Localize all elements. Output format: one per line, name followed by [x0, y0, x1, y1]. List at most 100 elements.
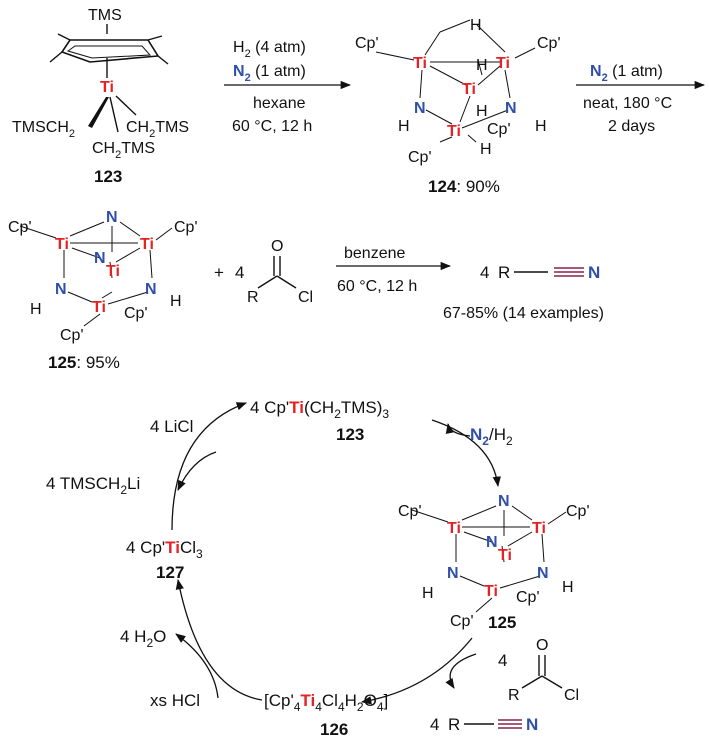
cp-ligand: Cp'	[450, 613, 474, 630]
cp-ligand: Cp'	[566, 503, 590, 520]
conditions-step3: 60 °C, 12 h	[337, 278, 417, 295]
bond	[19, 225, 57, 239]
water-release-arrow	[175, 633, 219, 699]
cycle-compound-127: 4 Cp'TiCl3	[126, 538, 203, 561]
c-cl-bond	[276, 275, 297, 289]
coefficient-4: 4	[498, 651, 507, 670]
cp-ligand: Cp'	[124, 305, 148, 322]
methyl-bond	[147, 35, 163, 41]
coefficient-4: 4	[235, 263, 244, 282]
oxygen-atom: O	[271, 238, 283, 255]
bond	[541, 533, 545, 563]
nh-hydrogen: H	[170, 293, 182, 310]
cycle-label-125: 125	[488, 613, 516, 632]
ligand-tmsch2-left: TMSCH2	[12, 119, 75, 140]
titanium-atom: Ti	[462, 81, 476, 98]
plus-sign: +	[214, 263, 224, 282]
r-group: R	[508, 687, 520, 704]
nitrogen-atom: N	[447, 565, 459, 582]
r-c-bond	[521, 675, 543, 689]
compound-label-125: 125: 95%	[48, 353, 120, 372]
bond	[67, 291, 93, 303]
coefficient-4: 4	[480, 263, 489, 282]
reaction-arrow-step2: N2 (1 atm) neat, 180 °C 2 days	[576, 63, 706, 135]
hydride-atom: H	[476, 103, 488, 120]
cycle-arrow-to-125	[431, 419, 501, 488]
cycle-acyl-chloride: 4 O R Cl	[498, 637, 579, 704]
bond	[463, 531, 493, 543]
nitrogen-atom: N	[94, 250, 106, 267]
lithium-reagent: 4 TMSCH2Li	[46, 474, 140, 497]
lithium-entry-arrow	[177, 451, 217, 491]
titanium-atom: Ti	[106, 263, 120, 280]
bond	[83, 313, 101, 327]
bond	[107, 291, 149, 305]
titanium-atom: Ti	[140, 236, 154, 253]
bond	[439, 136, 453, 143]
n2-h2-reagent: N2/H2	[470, 425, 513, 448]
methyl-bond	[49, 51, 63, 63]
titanium-atom: Ti	[55, 236, 69, 253]
bond	[71, 247, 101, 259]
bond	[375, 51, 415, 61]
bond	[507, 531, 533, 547]
cycle-arrow-to-123	[171, 402, 247, 531]
titanium-atom: Ti	[496, 55, 510, 72]
cp-ligand: Cp'	[174, 219, 198, 236]
nitrogen-atom: N	[537, 565, 549, 582]
bond	[115, 247, 141, 263]
ligand-ch2tms-bottom: CH2TMS	[92, 140, 155, 161]
coefficient-4: 4	[430, 715, 439, 734]
cycle-label-126: 126	[320, 720, 348, 739]
conditions-step2-temperature: neat, 180 °C	[583, 95, 672, 112]
nitrogen-atom: N	[106, 209, 118, 226]
reagent-n2: N2 (1 atm)	[590, 63, 663, 84]
compound-label-123: 123	[94, 167, 122, 186]
reaction-arrow-step3: benzene 60 °C, 12 h	[336, 245, 452, 295]
titanium-atom: Ti	[100, 79, 114, 96]
cyclopentadienyl-ring	[60, 39, 160, 63]
titanium-atom: Ti	[413, 55, 427, 72]
bond	[499, 575, 541, 589]
cycle-arrow-to-126	[360, 637, 473, 705]
bond	[115, 95, 137, 116]
compound-123-structure: TMS Ti TMSCH2 CH2TMS CH2TMS 123	[12, 7, 189, 186]
nitrogen-atom: N	[588, 263, 600, 282]
bond	[419, 69, 423, 99]
bond	[155, 227, 173, 241]
acyl-chloride-reagent: + 4 O R Cl	[214, 238, 313, 306]
cycle-compound-126: [Cp'4Ti4Cl4H2O4]	[264, 691, 388, 714]
bond	[149, 249, 153, 279]
cp-ligand: Cp'	[537, 35, 561, 52]
reagent-h2: H2 (4 atm)	[233, 39, 306, 60]
nitrogen-atom: N	[55, 281, 67, 298]
bond	[475, 597, 493, 613]
bond	[477, 65, 501, 86]
cycle-arrow-to-127	[175, 578, 263, 701]
chlorine-atom: Cl	[564, 687, 579, 704]
cycle-nitrile: 4 R N	[430, 715, 538, 734]
cyclopentadienyl-ring-inner	[66, 45, 152, 59]
titanium-atom: Ti	[92, 299, 106, 316]
licl-byproduct: 4 LiCl	[150, 417, 193, 436]
nitrogen-atom: N	[498, 493, 510, 510]
titanium-atom: Ti	[498, 547, 512, 564]
bond	[109, 96, 119, 133]
nitrile-yield: 67-85% (14 examples)	[443, 305, 604, 322]
cp-ligand: Cp'	[60, 327, 84, 344]
tms-label-top: TMS	[88, 7, 122, 24]
ligand-ch2tms-right: CH2TMS	[126, 119, 189, 140]
hcl-reagent: xs HCl	[150, 691, 200, 710]
nitrogen-atom: N	[414, 100, 426, 117]
titanium-atom: Ti	[447, 520, 461, 537]
compound-label-124: 124: 90%	[428, 177, 500, 196]
methyl-bond	[57, 33, 71, 41]
r-c-bond	[257, 275, 278, 289]
bond	[477, 59, 483, 76]
cycle-label-127: 127	[156, 563, 184, 582]
n2-h2-entry-arrow	[445, 422, 471, 437]
acyl-chloride-entry-arrow	[445, 653, 477, 689]
compound-125-structure: Cp' Cp' N Ti Ti N Ti N N H H Ti Cp' Cp' …	[8, 209, 198, 372]
bond	[461, 505, 497, 521]
